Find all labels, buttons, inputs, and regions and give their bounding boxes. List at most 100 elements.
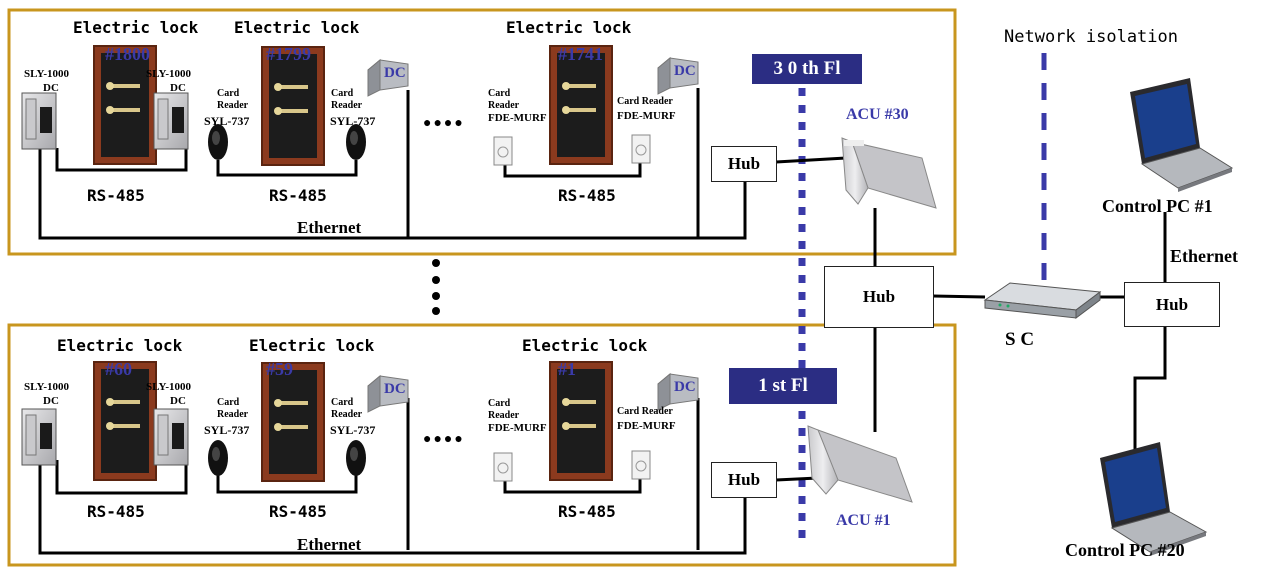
card-reader-word: Card [217,397,240,408]
dc-label: DC [384,381,406,397]
card-reader-word: Reader [217,100,249,111]
panel-dc-label: DC [43,82,59,94]
door-30-c [549,45,613,165]
acu-label-1: ACU #1 [836,512,891,529]
backbone-wiring [932,212,1167,460]
card-reader-word: Card [217,88,240,99]
card-reader-word: Reader [217,409,249,420]
acu-unit-30 [841,137,937,209]
floor-frame-30 [7,8,957,256]
reader-30-3 [493,136,513,166]
card-reader-word: Reader [488,410,520,421]
pc-hub: Hub [1124,282,1220,327]
panel-dc-label: DC [170,395,186,407]
row-ellipsis-text: ●●●● [423,432,465,447]
hub-floor-1: Hub [711,462,777,498]
door-1-c [549,361,613,481]
reader-30-4 [631,134,651,164]
card-reader-word: Reader [331,100,363,111]
lock-label: Electric lock [57,336,183,355]
door-1-b [261,362,325,482]
ethernet-label-pc: Ethernet [1170,246,1238,266]
model-sly-label: SLY-1000 [24,381,70,393]
door-number: #1800 [105,44,150,64]
floor-ellipsis-dots [432,259,440,315]
rs485-label: RS-485 [269,502,327,521]
control-pc-20-label: Control PC #20 [1065,540,1185,560]
row-ellipsis-text: ●●●● [423,116,465,131]
lock-label: Electric lock [249,336,375,355]
ethernet-label: Ethernet [297,218,362,237]
door-30-b [261,46,325,166]
rs485-label: RS-485 [269,186,327,205]
network-isolation-label: Network isolation [1004,27,1178,47]
floor-label-30: 3 0 th Fl [752,54,862,84]
model-fde-label: FDE-MURF [617,420,676,432]
model-sly-label: SLY-1000 [146,68,192,80]
card-reader-word: Card Reader [617,96,673,107]
ethernet-label: Ethernet [297,535,362,554]
panel-dc-label: DC [170,82,186,94]
floor-label-1: 1 st Fl [729,368,837,404]
floor-1-devices [21,361,699,482]
control-pc-1-label: Control PC #1 [1102,196,1213,216]
model-fde-label: FDE-MURF [488,112,547,124]
reader-30-1 [208,124,228,160]
panel-1-left [21,408,57,466]
door-30-a [93,45,157,165]
lock-label: Electric lock [234,18,360,37]
central-hub: Hub [824,266,934,328]
dc-label: DC [384,65,406,81]
door-number: #1799 [266,44,311,64]
model-sly-label: SLY-1000 [24,68,70,80]
model-fde-label: FDE-MURF [488,422,547,434]
panel-30-right [153,92,189,150]
reader-1-4 [631,450,651,480]
door-number: #60 [105,359,132,379]
panel-dc-label: DC [43,395,59,407]
model-syl-label: SYL-737 [330,114,376,128]
model-syl-label: SYL-737 [204,114,250,128]
rs485-label: RS-485 [558,186,616,205]
card-reader-word: Card Reader [617,406,673,417]
network-switch [983,282,1102,319]
reader-1-1 [208,440,228,476]
card-reader-word: Card [331,397,354,408]
rs485-label: RS-485 [87,502,145,521]
card-reader-word: Reader [331,409,363,420]
card-reader-word: Reader [488,100,520,111]
dc-1-2 [657,372,699,411]
door-number: #59 [266,359,293,379]
lock-label: Electric lock [73,18,199,37]
reader-1-3 [493,452,513,482]
rs485-label: RS-485 [558,502,616,521]
reader-1-2 [346,440,366,476]
reader-30-2 [346,124,366,160]
dc-30-1 [367,58,409,97]
card-reader-word: Card [488,398,511,409]
floor-1-wiring [38,398,819,555]
floor-frame-1 [7,323,957,567]
lock-label: Electric lock [506,18,632,37]
control-pc-1-laptop [1130,78,1234,192]
door-number: #1 [558,359,576,379]
lock-label: Electric lock [522,336,648,355]
floor-30-devices [21,45,699,166]
rs485-label: RS-485 [87,186,145,205]
acu-unit-1 [807,425,913,503]
door-number: #1741 [558,44,603,64]
dc-1-1 [367,374,409,413]
hub-floor-30: Hub [711,146,777,182]
acu-label-30: ACU #30 [846,106,909,123]
dc-label: DC [674,379,696,395]
panel-30-left [21,92,57,150]
panel-1-right [153,408,189,466]
model-syl-label: SYL-737 [330,423,376,437]
model-syl-label: SYL-737 [204,423,250,437]
door-1-a [93,361,157,481]
card-reader-word: Card [488,88,511,99]
switch-label: S C [1005,329,1035,350]
model-fde-label: FDE-MURF [617,110,676,122]
